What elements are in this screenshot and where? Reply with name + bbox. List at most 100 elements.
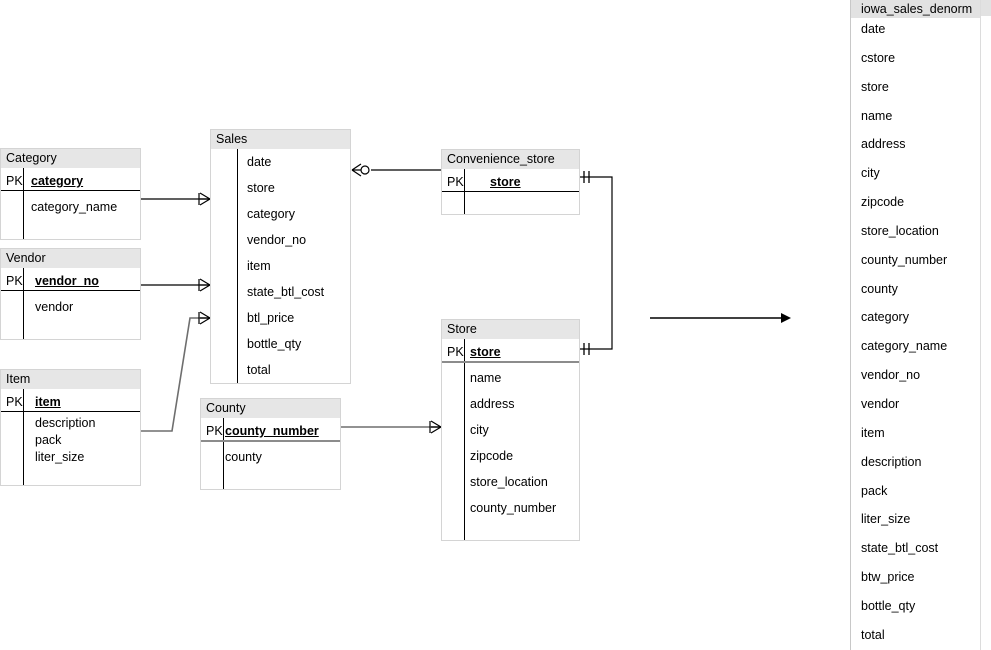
denorm-field-btw_price[interactable]: btw_price [861,570,915,585]
link-county-store [341,420,442,434]
entity-body-convenience_store: PK store [442,169,579,214]
denorm-field-vendor[interactable]: vendor [861,396,900,411]
field-row[interactable]: vendor_no [211,227,350,253]
field-row-pk[interactable]: PK store [442,339,579,365]
field-row[interactable]: vendor [1,294,140,320]
field-row[interactable]: name [442,365,579,391]
field-name-liter_size: liter_size [35,450,85,464]
denorm-field-county_number[interactable]: county_number [861,252,948,267]
field-name-name: name [470,371,502,385]
field-name-pack: pack [35,433,62,447]
field-name-btl_price: btl_price [247,311,295,325]
pk-label: PK [447,175,464,189]
field-row[interactable]: store_location [442,469,579,495]
field-row[interactable]: pack [1,432,140,449]
field-row[interactable]: bottle_qty [211,331,350,357]
field-name-bottle_qty: bottle_qty [247,337,302,351]
field-name-store: store [247,181,275,195]
entity-header-category: Category [1,149,140,168]
denorm-field-store_location[interactable]: store_location [861,223,939,238]
field-row[interactable]: category [211,201,350,227]
denorm-field-item[interactable]: item [861,425,885,440]
denorm-field-bottle_qty[interactable]: bottle_qty [861,598,916,613]
field-row[interactable]: state_btl_cost [211,279,350,305]
field-row[interactable]: county [201,444,340,470]
entity-header-vendor: Vendor [1,249,140,268]
field-row[interactable]: description [1,415,140,432]
denorm-field-city[interactable]: city [861,166,880,181]
sidebar-scrollbar[interactable] [980,0,991,650]
pk-gutter-divider [23,389,24,485]
pk-separator-rule [442,361,579,363]
field-name-date: date [247,155,272,169]
field-row-pk[interactable]: PK store [442,169,579,195]
field-row[interactable]: store [211,175,350,201]
field-row-blank [1,320,140,339]
field-row[interactable]: county_number [442,495,579,521]
denorm-field-total[interactable]: total [861,627,885,642]
denorm-field-cstore[interactable]: cstore [861,50,896,65]
field-name-vendor: vendor [35,300,74,314]
pk-label: PK [447,345,464,359]
denorm-field-vendor_no[interactable]: vendor_no [861,368,921,383]
denorm-field-category[interactable]: category [861,310,909,325]
denormalized-table-title: iowa_sales_denorm [851,0,991,18]
field-row[interactable]: btl_price [211,305,350,331]
denorm-field-name[interactable]: name [861,108,893,123]
field-row-blank [442,521,579,540]
field-row[interactable]: zipcode [442,443,579,469]
field-row[interactable]: liter_size [1,449,140,466]
pk-gutter-divider [464,339,465,540]
field-row[interactable]: city [442,417,579,443]
field-name-store: store [470,345,501,359]
denorm-field-category_name[interactable]: category_name [861,339,948,354]
entity-header-store: Store [442,320,579,339]
field-name-category_name: category_name [31,200,118,214]
field-row[interactable]: item [211,253,350,279]
denorm-field-store[interactable]: store [861,79,889,94]
denorm-field-address[interactable]: address [861,137,906,152]
denorm-field-county[interactable]: county [861,281,898,296]
sidebar-scrollbar-thumb[interactable] [981,0,991,16]
entity-header-convenience_store: Convenience_store [442,150,579,169]
denorm-field-liter_size[interactable]: liter_size [861,512,911,527]
field-name-store: store [490,175,521,189]
denorm-field-date[interactable]: date [861,22,886,36]
pk-separator-rule [201,440,340,442]
denorm-field-pack[interactable]: pack [861,483,888,498]
field-row[interactable]: date [211,149,350,175]
field-row[interactable]: address [442,391,579,417]
denorm-field-zipcode[interactable]: zipcode [861,195,905,210]
denormalized-field-list[interactable]: date cstore store name address city zipcode sto… [851,18,991,650]
field-row[interactable]: total [211,357,350,383]
pk-gutter-divider [23,168,24,239]
pk-separator-rule [1,411,140,412]
field-name-item: item [247,259,271,273]
field-name-vendor_no: vendor_no [35,274,99,288]
field-name-vendor_no: vendor_no [247,233,307,247]
field-row-blank [442,195,579,214]
denorm-field-state_btl_cost[interactable]: state_btl_cost [861,541,939,556]
link-item-sales [141,311,211,432]
denorm-field-description[interactable]: description [861,454,922,469]
field-name-state_btl_cost: state_btl_cost [247,285,325,299]
field-row[interactable]: category_name [1,194,140,220]
denormalized-table-panel[interactable]: iowa_sales_denorm date cstore store name add… [850,0,991,650]
field-name-description: description [35,416,96,430]
